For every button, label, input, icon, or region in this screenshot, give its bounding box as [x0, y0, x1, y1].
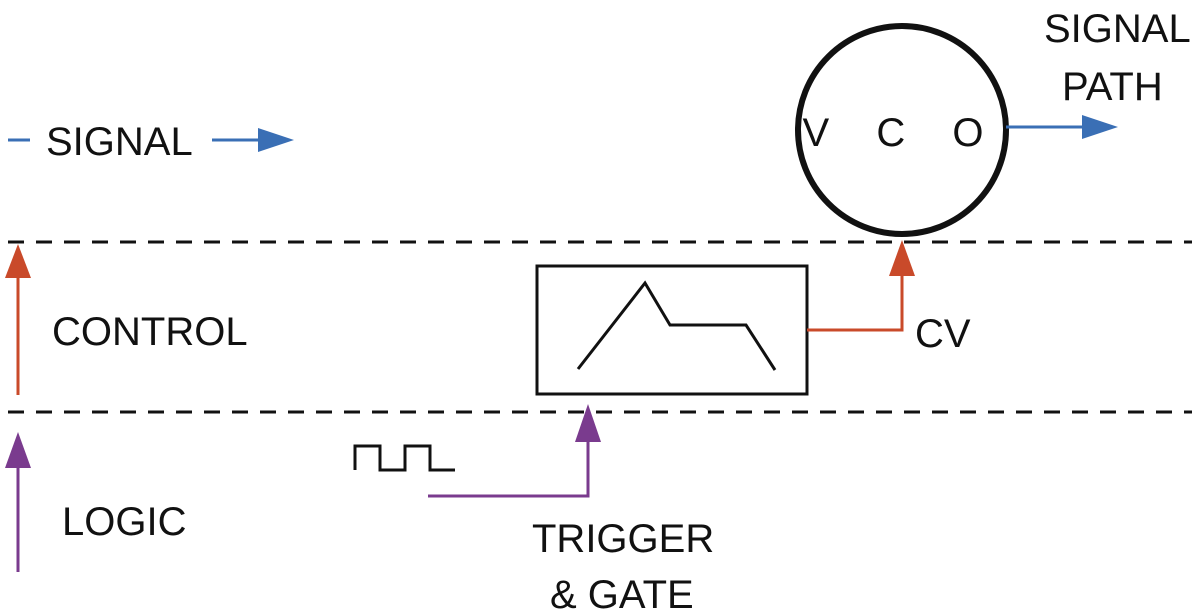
signal-path-label-line2: PATH [1062, 65, 1163, 109]
cv-connection-line [807, 270, 904, 332]
trigger-gate-arrowhead [575, 404, 601, 442]
signal-legend-arrowhead [258, 128, 294, 152]
vco-circle [795, 23, 1009, 237]
control-legend-arrowhead [5, 244, 31, 278]
signal-path-arrowhead [1082, 115, 1118, 139]
trigger-gate-label-line1: TRIGGER [532, 517, 714, 561]
cv-arrowhead [889, 240, 915, 276]
signal-path-label-line1: SIGNAL [1044, 7, 1191, 51]
gate-pulse-icon [353, 444, 455, 472]
control-legend-label: CONTROL [52, 310, 248, 354]
trigger-gate-label-line2: & GATE [550, 573, 694, 612]
envelope-generator-box [535, 264, 809, 396]
logic-legend-arrowhead [5, 432, 31, 468]
logic-legend-label: LOGIC [62, 500, 186, 544]
signal-legend-label: SIGNAL [46, 120, 193, 164]
trigger-gate-connection-line [428, 436, 590, 498]
adsr-envelope-icon [576, 280, 777, 371]
vco-label: V C O [803, 111, 1002, 155]
cv-label: CV [915, 312, 971, 356]
